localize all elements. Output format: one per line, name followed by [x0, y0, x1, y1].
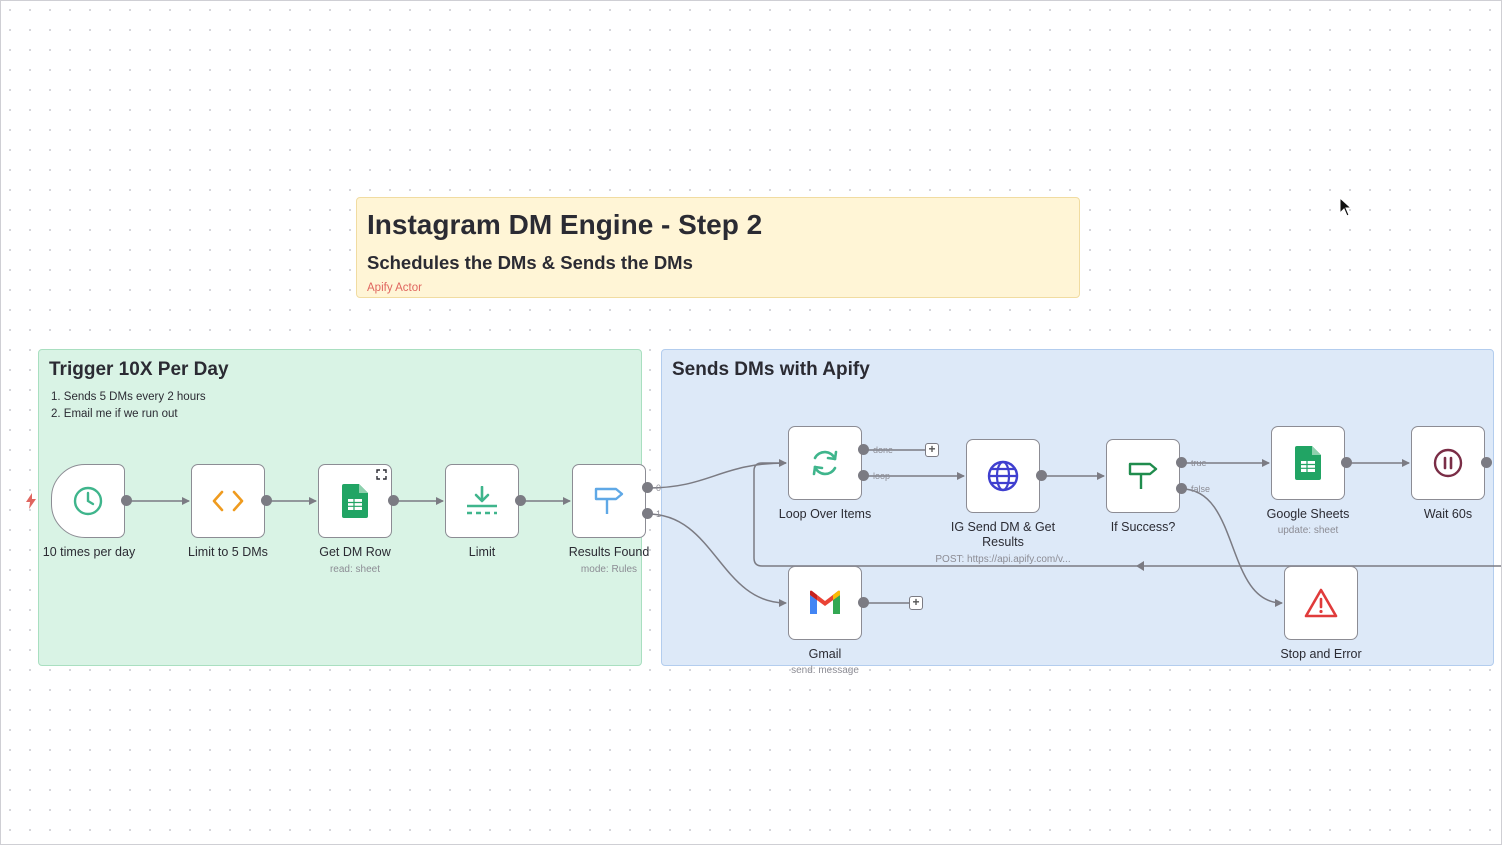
stop-and-error-node[interactable] — [1284, 566, 1358, 640]
output-handle[interactable] — [858, 597, 869, 608]
edge-if-stop[interactable] — [1181, 488, 1283, 607]
node-label-google-sheets: Google Sheets — [1266, 507, 1350, 521]
node-sublabel-get-dm-row: read: sheet — [329, 564, 381, 575]
globe-icon — [986, 459, 1020, 493]
node-label-if-success: If Success? — [1110, 520, 1176, 534]
pinned-data-icon — [376, 469, 387, 480]
list-item: 2. Email me if we run out — [51, 408, 178, 420]
loopback-arrow — [1136, 561, 1144, 571]
edge-wait-loop-back[interactable] — [753, 462, 1502, 567]
output-handle-loop[interactable] — [858, 470, 869, 481]
node-label-schedule: 10 times per day — [42, 545, 136, 559]
code-icon — [211, 489, 245, 513]
node-label-line: Results — [982, 535, 1024, 549]
limit-icon — [465, 486, 499, 516]
output-handle[interactable] — [1481, 457, 1492, 468]
add-node-button[interactable]: + — [909, 596, 923, 610]
get-dm-row-node[interactable] — [318, 464, 392, 538]
output-handle[interactable] — [1341, 457, 1352, 468]
google-sheets-update-node[interactable] — [1271, 426, 1345, 500]
node-label-gmail: Gmail — [808, 647, 842, 661]
workflow-subtitle: Schedules the DMs & Sends the DMs — [367, 252, 693, 273]
node-label-code: Limit to 5 DMs — [188, 545, 268, 559]
output-handle-1[interactable] — [642, 508, 653, 519]
wait-node[interactable] — [1411, 426, 1485, 500]
node-label-loop: Loop Over Items — [778, 507, 872, 521]
gmail-node[interactable] — [788, 566, 862, 640]
trigger-group-title: Trigger 10X Per Day — [49, 359, 229, 380]
output-handle-done[interactable] — [858, 444, 869, 455]
branch-label-1: 1 — [656, 509, 662, 519]
output-handle[interactable] — [388, 495, 399, 506]
node-label-limit: Limit — [468, 545, 496, 559]
node-label-get-dm-row: Get DM Row — [319, 545, 391, 559]
branch-label-done: done — [873, 445, 894, 455]
code-node[interactable] — [191, 464, 265, 538]
apify-actor-link[interactable]: Apify Actor — [367, 282, 422, 294]
header-sticky-note[interactable]: Instagram DM Engine - Step 2 Schedules t… — [356, 197, 1080, 298]
node-sublabel-gmail: send: message — [791, 665, 859, 676]
loop-over-items-node[interactable] — [788, 426, 862, 500]
node-label-line: IG Send DM & Get — [950, 520, 1056, 534]
signpost-icon — [593, 486, 625, 516]
signpost-icon — [1127, 461, 1159, 491]
output-handle-0[interactable] — [642, 482, 653, 493]
workflow-title: Instagram DM Engine - Step 2 — [367, 209, 763, 240]
output-handle[interactable] — [1036, 470, 1047, 481]
schedule-trigger-node[interactable] — [51, 464, 125, 538]
google-sheets-icon — [1295, 446, 1321, 480]
output-handle[interactable] — [261, 495, 272, 506]
warning-icon — [1304, 588, 1338, 618]
limit-node[interactable] — [445, 464, 519, 538]
branch-label-false: false — [1191, 484, 1211, 494]
edge-switch-loop[interactable] — [647, 459, 787, 489]
google-sheets-icon — [342, 484, 368, 518]
node-sublabel-google-sheets: update: sheet — [1277, 525, 1339, 536]
node-label-stop-and-error: Stop and Error — [1280, 647, 1362, 661]
branch-label-true: true — [1191, 458, 1207, 468]
edge-switch-gmail[interactable] — [647, 513, 787, 607]
node-sublabel-results-found: mode: Rules — [580, 564, 638, 575]
output-handle-false[interactable] — [1176, 483, 1187, 494]
add-node-button[interactable]: + — [925, 443, 939, 457]
gmail-icon — [808, 590, 842, 616]
branch-label-0: 0 — [656, 483, 662, 493]
node-sublabel-ig-send-dm: POST: https://api.apify.com/v... — [935, 554, 1071, 565]
trigger-group-list: 1. Sends 5 DMs every 2 hours 2. Email me… — [51, 389, 206, 423]
ig-send-dm-http-node[interactable] — [966, 439, 1040, 513]
node-label-results-found: Results Found — [568, 545, 650, 559]
if-success-node[interactable] — [1106, 439, 1180, 513]
node-label-ig-send-dm: IG Send DM & Get Results — [928, 520, 1078, 550]
list-item: 1. Sends 5 DMs every 2 hours — [51, 391, 206, 403]
mouse-cursor-icon — [1339, 196, 1353, 222]
loop-icon — [809, 447, 841, 479]
apify-group-title: Sends DMs with Apify — [672, 359, 870, 380]
results-found-switch-node[interactable] — [572, 464, 646, 538]
output-handle-true[interactable] — [1176, 457, 1187, 468]
clock-icon — [72, 485, 104, 517]
output-handle[interactable] — [515, 495, 526, 506]
node-label-wait: Wait 60s — [1423, 507, 1473, 521]
output-handle[interactable] — [121, 495, 132, 506]
pause-icon — [1432, 447, 1464, 479]
trigger-bolt-icon — [25, 493, 37, 514]
branch-label-loop: loop — [873, 471, 891, 481]
